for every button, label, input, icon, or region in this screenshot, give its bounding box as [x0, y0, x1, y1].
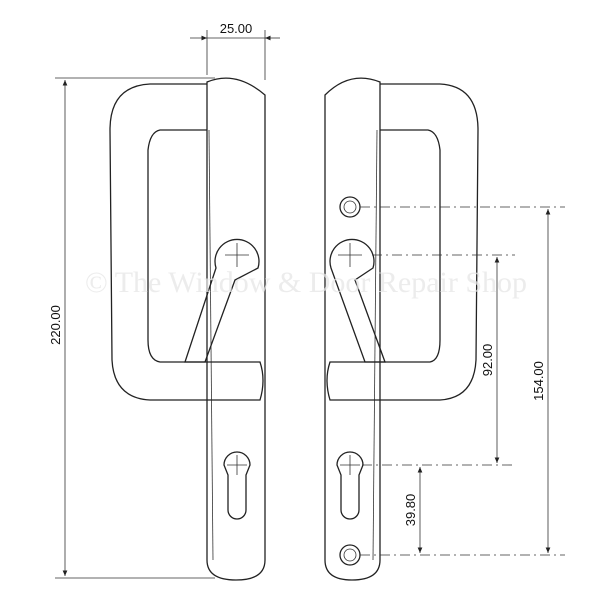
watermark: © The Window & Door Repair Shop	[85, 266, 527, 299]
cylinder-cutout-right	[336, 451, 364, 520]
dimension-lines	[55, 30, 565, 579]
dim-width: 25.00	[220, 21, 253, 36]
inside-handle	[324, 77, 479, 581]
dim-screw-centres: 154.00	[531, 361, 546, 401]
dim-spindle-cylinder: 92.00	[480, 344, 495, 377]
grip-right	[326, 83, 479, 401]
outside-handle	[109, 77, 266, 581]
screw-hole-top	[339, 196, 361, 218]
dim-cylinder-screw: 39.80	[403, 494, 418, 527]
backplate-left	[206, 77, 266, 581]
backplate-right	[324, 77, 381, 581]
dim-overall-height: 220.00	[48, 305, 63, 345]
screw-hole-bottom	[339, 544, 361, 566]
grip-left	[109, 83, 264, 401]
cylinder-cutout-left	[223, 451, 251, 520]
